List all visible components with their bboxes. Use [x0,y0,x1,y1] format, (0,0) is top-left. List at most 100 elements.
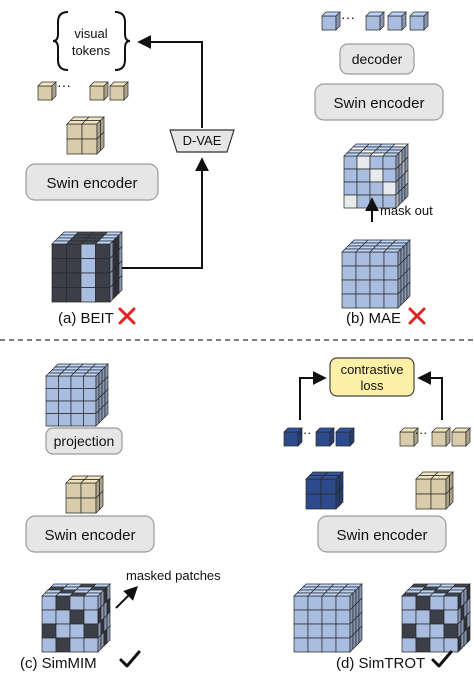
cube-cell [335,489,340,510]
cube-cell [97,634,102,653]
cube-cell [321,609,337,625]
input-to-dvae-arrow [122,157,209,269]
cube-cell [343,168,358,183]
cube-cell [83,388,97,402]
cube-cell [430,478,447,495]
cube-cell [66,287,82,303]
cube-cell [443,637,459,653]
caption-beit: (a) BEIT [58,310,114,327]
token-cube [379,11,385,31]
token-cube [387,15,403,31]
cube-cell [460,631,465,650]
cube-cell [104,400,109,418]
cube-cell [335,637,351,653]
mae-swin-encoder-box [314,83,444,121]
token-cube [445,427,451,447]
cube-cell [343,181,358,196]
cube-cell [443,609,459,625]
cube-cell [83,400,97,414]
simmim-beige-cube [65,475,104,514]
cube-cell [51,243,67,259]
cube-cell [356,194,371,209]
cube-cell [41,609,57,625]
cube-cell [307,609,323,625]
cube-cell [305,493,322,510]
cube-cell [429,637,445,653]
token-cube [365,15,381,31]
cube-cell [95,243,111,259]
cube-cell [415,493,432,510]
cube-cell [466,625,471,644]
cube-cell [55,637,71,653]
token-cube [321,15,337,31]
red-cross-icon [118,307,136,325]
cube-cell [83,375,97,389]
cube-cell [341,279,357,295]
cube-cell [443,595,459,611]
cube-cell [109,283,114,303]
cube-cell [45,413,59,427]
caption-mae: (b) MAE [346,310,401,327]
cube-cell [112,280,117,300]
cube-cell [335,595,351,611]
cube-cell [69,595,85,611]
token-cube [465,427,471,447]
cube-cell [70,413,84,427]
token-cube [109,85,125,101]
simmim-output-cube [45,363,109,427]
token-cube [335,11,341,31]
cube-cell [355,279,371,295]
simtrot-input-cube-plain [293,583,363,653]
panel-simmim: projection Swin encoder masked patches (… [20,363,221,672]
cube-cell [320,493,337,510]
cube-cell [369,293,385,309]
cube-cell [369,168,384,183]
cube-cell [58,375,72,389]
cube-cell [55,595,71,611]
cube-cell [341,265,357,281]
cube-cell [80,243,96,259]
cube-cell [83,637,99,653]
cube-cell [69,637,85,653]
cube-cell [83,595,99,611]
cube-cell [81,123,98,140]
cube-cell [415,637,431,653]
cube-cell [293,623,309,639]
cube-cell [101,403,106,421]
dvae-trapezoid [169,129,235,153]
cube-cell [80,287,96,303]
cube-cell [355,293,371,309]
simtrot-left-dots: ··· [299,425,312,440]
cube-cell [463,628,468,647]
cube-cell [352,631,357,650]
cube-cell [383,279,399,295]
mae-token-dots: ··· [341,9,355,25]
cube-cell [321,595,337,611]
cube-cell [293,609,309,625]
cube-cell [400,287,405,306]
panel-simtrot: contrastive loss ··· ··· Swin encoder (d… [283,357,471,672]
caption-simmim: (c) SimMIM [20,655,97,672]
simtrot-beige-token-row [399,427,471,447]
beit-input-cube [51,231,123,303]
cube-cell [307,623,323,639]
simtrot-dark-cube [305,471,344,510]
cube-cell [369,279,385,295]
cube-cell [356,155,371,170]
cube-cell [83,623,99,639]
cube-cell [383,265,399,281]
mae-swin-encoder-label: Swin encoder [334,95,425,112]
token-cube [297,427,303,447]
cube-cell [307,637,323,653]
cube-cell [51,258,67,274]
cube-cell [55,623,71,639]
cube-cell [69,609,85,625]
masked-patches-label: masked patches [126,568,221,583]
cube-cell [335,623,351,639]
cube-cell [58,388,72,402]
cube-cell [457,634,462,653]
cube-cell [70,375,84,389]
cube-cell [430,493,447,510]
mae-decoder-box [339,43,415,75]
cube-cell [415,609,431,625]
